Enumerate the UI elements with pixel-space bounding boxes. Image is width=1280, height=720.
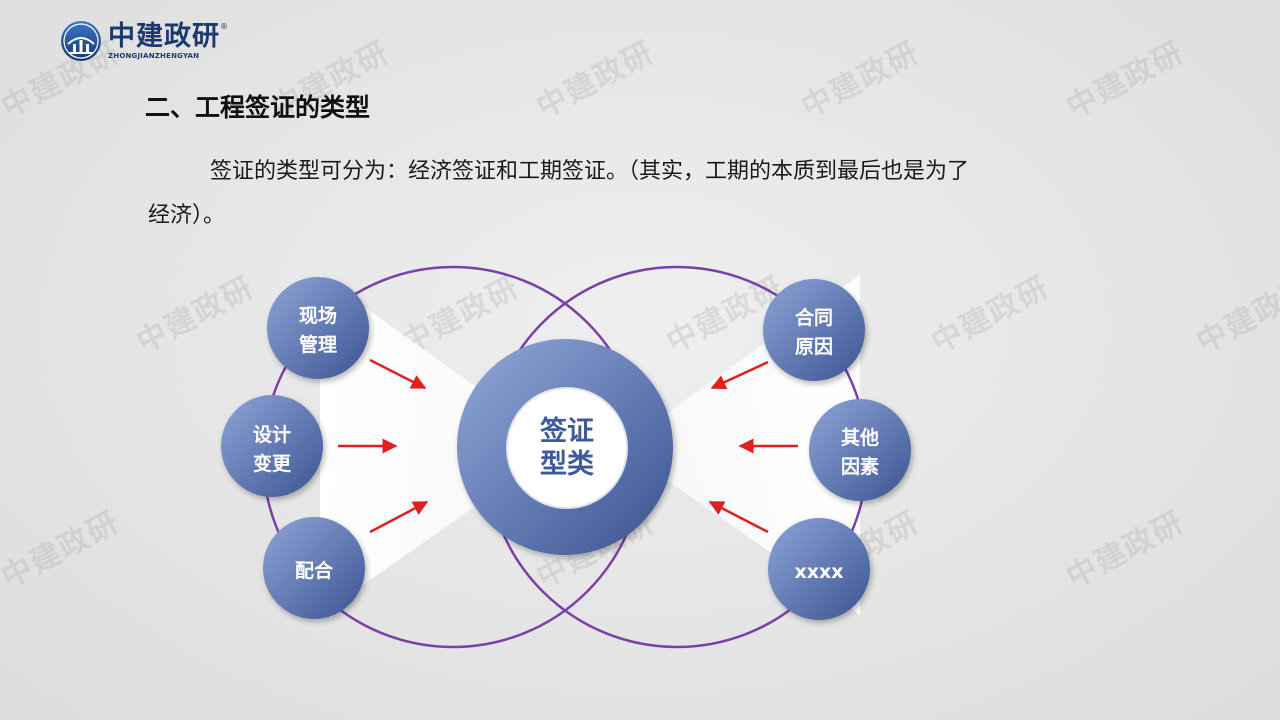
node-label-line1: 其他 <box>841 426 879 449</box>
company-logo: 中建政研® ZHONGJIANZHENGYAN <box>60 20 228 62</box>
node-design-change: 设计 变更 <box>221 395 323 497</box>
arrow-right-bottom <box>708 500 769 534</box>
logo-chinese-name: 中建政研 <box>108 20 220 52</box>
node-label-line2: 管理 <box>299 333 337 356</box>
node-label-line1: 现场 <box>299 305 337 327</box>
left-fan-shape <box>320 275 560 615</box>
node-contract-reason: 合同 原因 <box>763 279 865 381</box>
logo-text: 中建政研® ZHONGJIANZHENGYAN <box>108 20 228 61</box>
arrow-left-top <box>369 358 427 390</box>
center-inner-circle <box>506 387 628 509</box>
logo-registered-mark: ® <box>220 21 228 31</box>
node-label-line1: xxxx <box>794 561 843 583</box>
body-paragraph: 签证的类型可分为：经济签证和工期签证。（其实，工期的本质到最后也是为了经济）。 <box>148 159 970 228</box>
node-label-line2: 因素 <box>841 455 879 478</box>
node-placeholder-xxxx: xxxx <box>768 518 870 620</box>
center-label-line1: 签证 <box>540 415 594 447</box>
node-cooperation: 配合 <box>263 517 365 619</box>
node-label-line2: 变更 <box>253 452 292 475</box>
node-label-line2: 原因 <box>795 336 833 358</box>
node-label-line1: 设计 <box>253 424 291 446</box>
center-label-line2: 型类 <box>540 449 594 480</box>
node-label-line1: 配合 <box>295 559 334 582</box>
node-other-factors: 其他 因素 <box>809 399 911 501</box>
logo-emblem-icon <box>61 21 101 61</box>
section-heading: 二、工程签证的类型 <box>145 93 371 122</box>
node-label-line1: 合同 <box>795 306 833 329</box>
arrow-left-bottom <box>369 500 429 534</box>
logo-english-name: ZHONGJIANZHENGYAN <box>108 51 200 60</box>
node-site-management: 现场 管理 <box>267 277 369 379</box>
arrow-right-top <box>710 360 769 390</box>
